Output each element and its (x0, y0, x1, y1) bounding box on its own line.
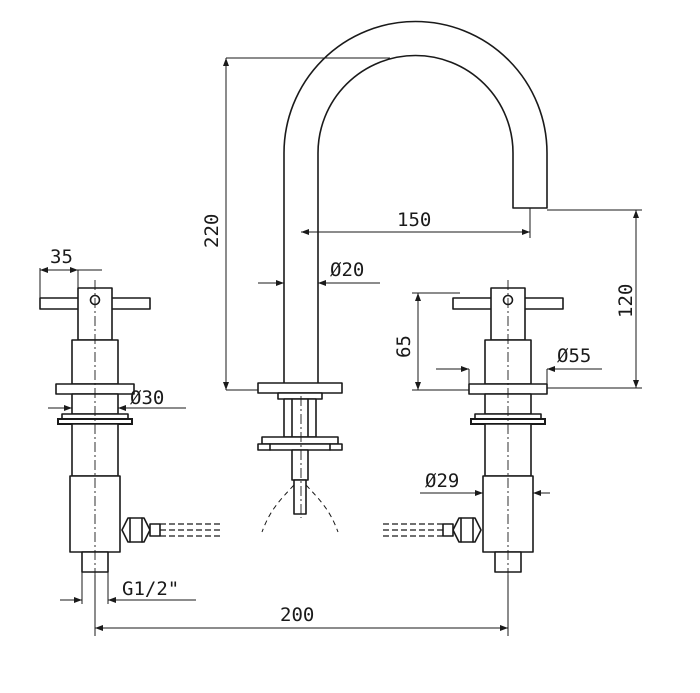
dim-label-d55: Ø55 (557, 345, 591, 367)
dim-label-35: 35 (50, 246, 73, 268)
dim-label-g12: G1/2" (122, 578, 179, 600)
dim-label-d20: Ø20 (330, 259, 364, 281)
spout-fixing-ring (277, 392, 323, 400)
spout-shank (283, 398, 317, 438)
dim-200: 200 (94, 575, 509, 636)
dim-thread-g12: G1/2" (60, 572, 196, 604)
spout-base-flange (257, 382, 343, 394)
left-hose-nut (121, 517, 151, 543)
dim-label-d29: Ø29 (425, 470, 459, 492)
dim-120: 120 (547, 209, 642, 389)
dim-label-150: 150 (397, 209, 431, 231)
dim-diameter-20: Ø20 (258, 259, 380, 286)
right-valve (380, 280, 564, 575)
dim-label-120: 120 (615, 284, 637, 318)
dim-150: 150 (301, 208, 531, 238)
dim-220: 220 (201, 57, 390, 391)
spout-threaded-rod (291, 449, 309, 481)
hidden-hose-right (305, 484, 339, 533)
right-hose-nut (452, 517, 482, 543)
dim-diameter-29: Ø29 (420, 470, 550, 496)
dim-35: 35 (39, 246, 102, 298)
dim-label-220: 220 (201, 214, 223, 248)
left-valve (39, 280, 222, 575)
dim-65: 65 (393, 292, 469, 391)
spout-washer (261, 436, 339, 445)
dim-diameter-30: Ø30 (48, 387, 186, 411)
hidden-hose-left (261, 484, 295, 533)
dim-diameter-55: Ø55 (436, 345, 602, 384)
spout-outlet-pipe (293, 479, 307, 515)
spout-outer-contour (283, 20, 548, 384)
dim-label-200: 200 (280, 604, 314, 626)
dim-label-d30: Ø30 (130, 387, 164, 409)
spout-assembly (257, 20, 548, 533)
dim-label-65: 65 (393, 335, 415, 358)
